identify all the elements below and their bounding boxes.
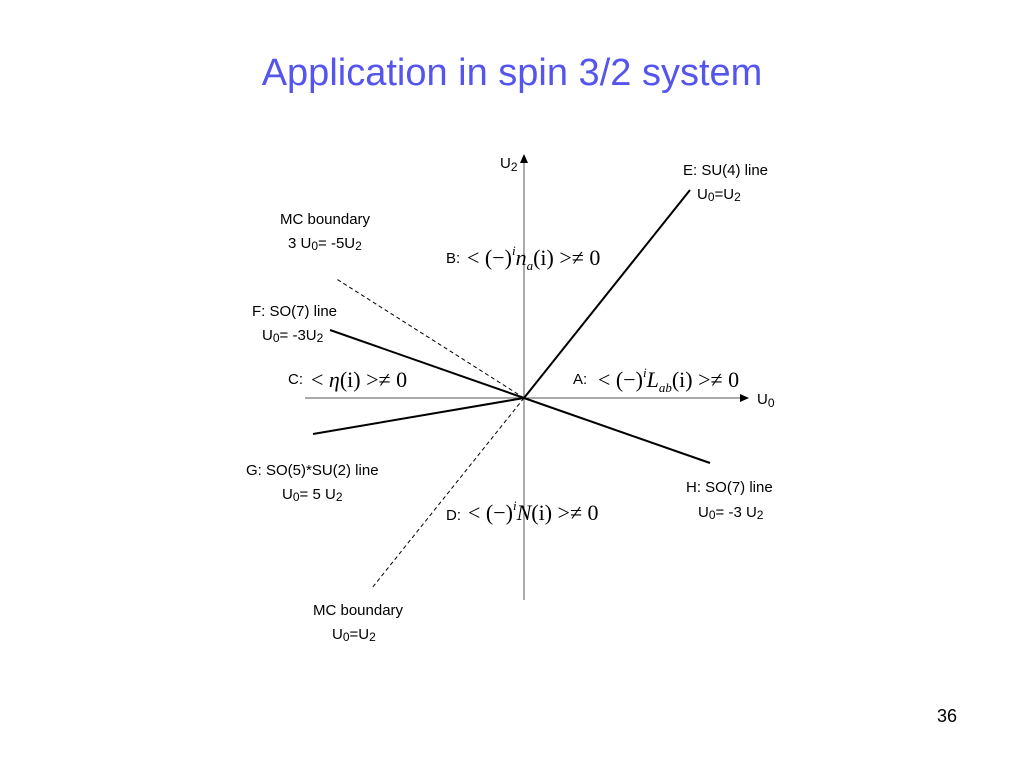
label-mc-upper: MC boundary 3 U0= -5U2 <box>280 211 371 253</box>
svg-text:U0= -3 U2: U0= -3 U2 <box>698 504 764 522</box>
svg-text:U0= -3U2: U0= -3U2 <box>262 327 324 345</box>
line-h-so7 <box>523 397 711 464</box>
line-g-so5su2 <box>312 397 525 435</box>
svg-text:H: SO(7) line: H: SO(7) line <box>686 479 773 496</box>
mc-boundary-lower <box>371 397 525 589</box>
phase-d: D: < (−)iN(i) >≠ 0 <box>446 498 599 525</box>
phase-b: B: < (−)ina(i) >≠ 0 <box>446 243 600 273</box>
svg-text:U0=U2: U0=U2 <box>697 186 741 204</box>
svg-text:< η(i) >≠ 0: < η(i) >≠ 0 <box>311 367 407 392</box>
svg-text:U0= 5 U2: U0= 5 U2 <box>282 486 343 504</box>
label-mc-lower: MC boundary U0=U2 <box>313 602 404 644</box>
svg-text:U0=U2: U0=U2 <box>332 626 376 644</box>
x-axis-label: U0 <box>757 391 775 410</box>
svg-text:MC boundary: MC boundary <box>313 602 404 619</box>
svg-text:< (−)iN(i) >≠ 0: < (−)iN(i) >≠ 0 <box>468 498 599 525</box>
svg-text:MC boundary: MC boundary <box>280 211 371 228</box>
svg-text:< (−)iLab(i) >≠ 0: < (−)iLab(i) >≠ 0 <box>598 365 739 395</box>
label-g: G: SO(5)*SU(2) line U0= 5 U2 <box>246 462 379 504</box>
svg-text:D:: D: <box>446 507 461 524</box>
y-axis-label: U2 <box>500 155 518 174</box>
label-h: H: SO(7) line U0= -3 U2 <box>686 479 773 522</box>
line-f-so7 <box>329 329 525 399</box>
line-e-su4 <box>523 189 691 399</box>
svg-text:F: SO(7) line: F: SO(7) line <box>252 303 337 320</box>
svg-text:A:: A: <box>573 371 587 388</box>
svg-text:B:: B: <box>446 250 460 267</box>
label-e: E: SU(4) line U0=U2 <box>683 162 768 204</box>
slide-title: Application in spin 3/2 system <box>261 52 763 94</box>
svg-text:G: SO(5)*SU(2) line: G: SO(5)*SU(2) line <box>246 462 379 479</box>
mc-boundary-upper <box>334 277 525 399</box>
phase-c: C: < η(i) >≠ 0 <box>288 367 407 392</box>
svg-text:C:: C: <box>288 371 303 388</box>
page-number: 36 <box>937 706 958 726</box>
phase-a: A: < (−)iLab(i) >≠ 0 <box>573 365 739 395</box>
svg-text:3 U0= -5U2: 3 U0= -5U2 <box>288 235 362 253</box>
label-f: F: SO(7) line U0= -3U2 <box>252 303 337 345</box>
svg-text:E: SU(4) line: E: SU(4) line <box>683 162 768 179</box>
svg-text:< (−)ina(i) >≠ 0: < (−)ina(i) >≠ 0 <box>467 243 600 273</box>
